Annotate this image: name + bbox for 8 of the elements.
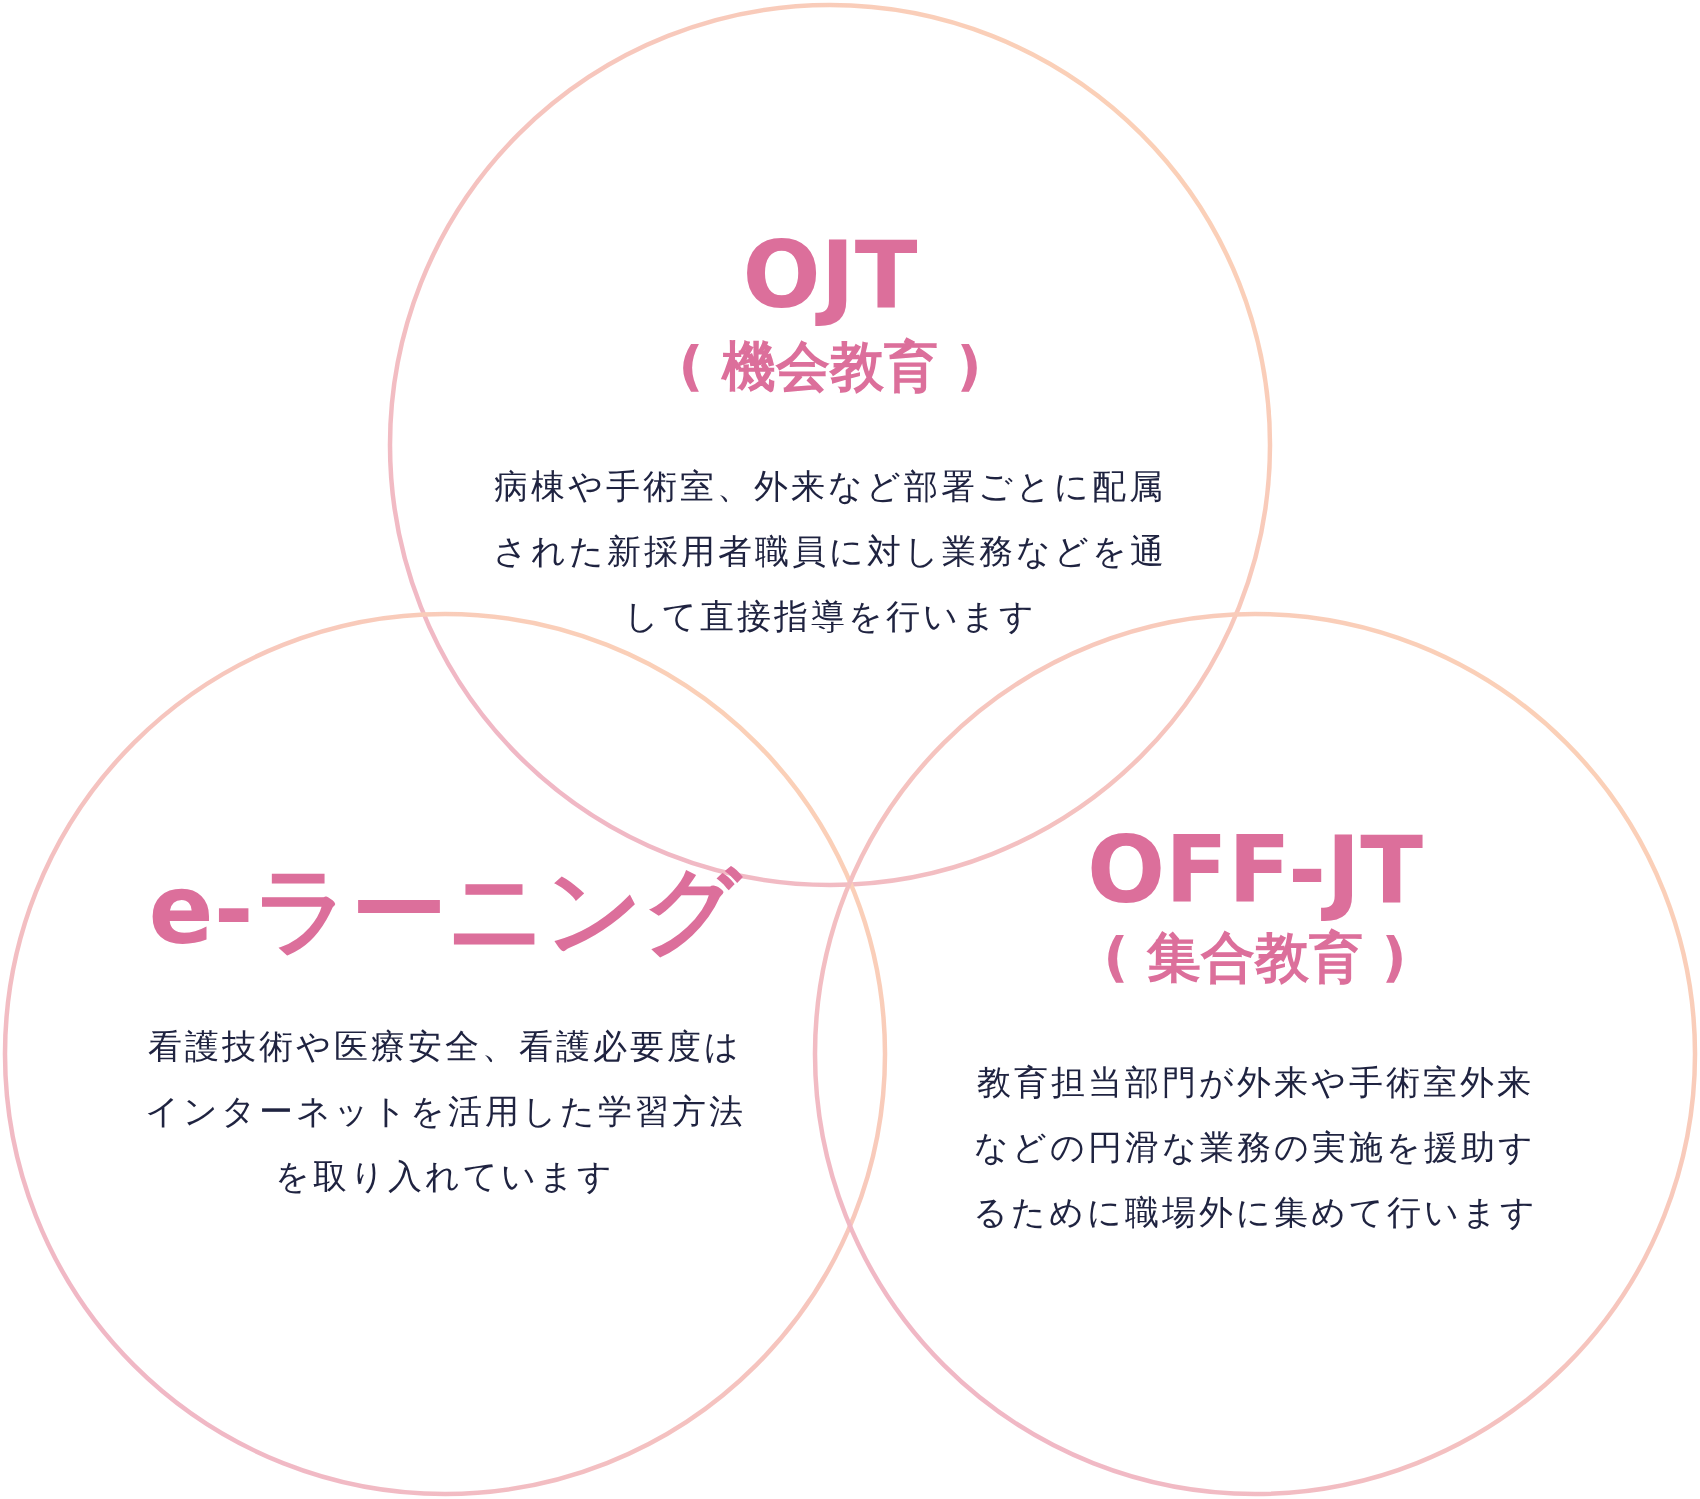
circle-title: OFF-JT <box>1086 820 1424 922</box>
description: 教育担当部門が外来や手術室外来などの円滑な業務の実施を援助するために職場外に集めて行います <box>971 1061 1539 1234</box>
circle-title: e-ラーニング <box>148 858 742 964</box>
circle-title: OJT <box>742 225 918 327</box>
circle-subtitle: ( 機会教育 ) <box>678 337 982 397</box>
description: 病棟や手術室、外来など部署ごとに配属された新採用者職員に対し業務などを通して直接指導を行います <box>492 465 1168 638</box>
description: 看護技術や医療安全、看護必要度はインターネットを活用した学習方法を取り入れています <box>143 1025 747 1198</box>
circle-subtitle: ( 集合教育 ) <box>1103 928 1407 988</box>
